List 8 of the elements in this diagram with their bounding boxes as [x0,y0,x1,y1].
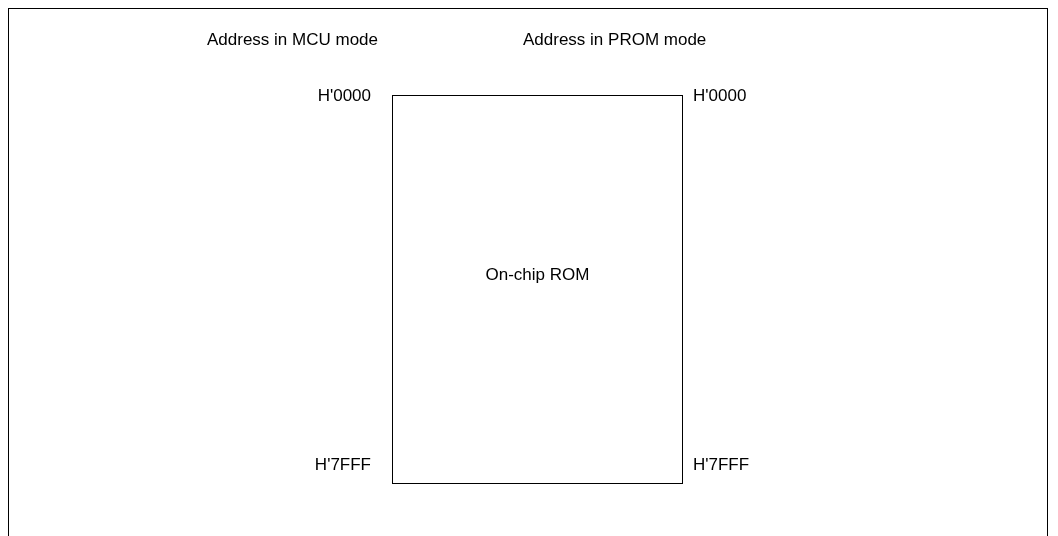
address-label: H'7FFF [693,455,750,475]
block-label: On-chip ROM [485,264,590,285]
column-heading: Address in PROM mode [523,30,707,50]
address-label: H'0000 [693,86,747,106]
address-label: H'7FFF [314,455,371,475]
column-heading: Address in MCU mode [207,30,378,50]
address-label: H'0000 [317,86,371,106]
memory-block [392,95,683,484]
